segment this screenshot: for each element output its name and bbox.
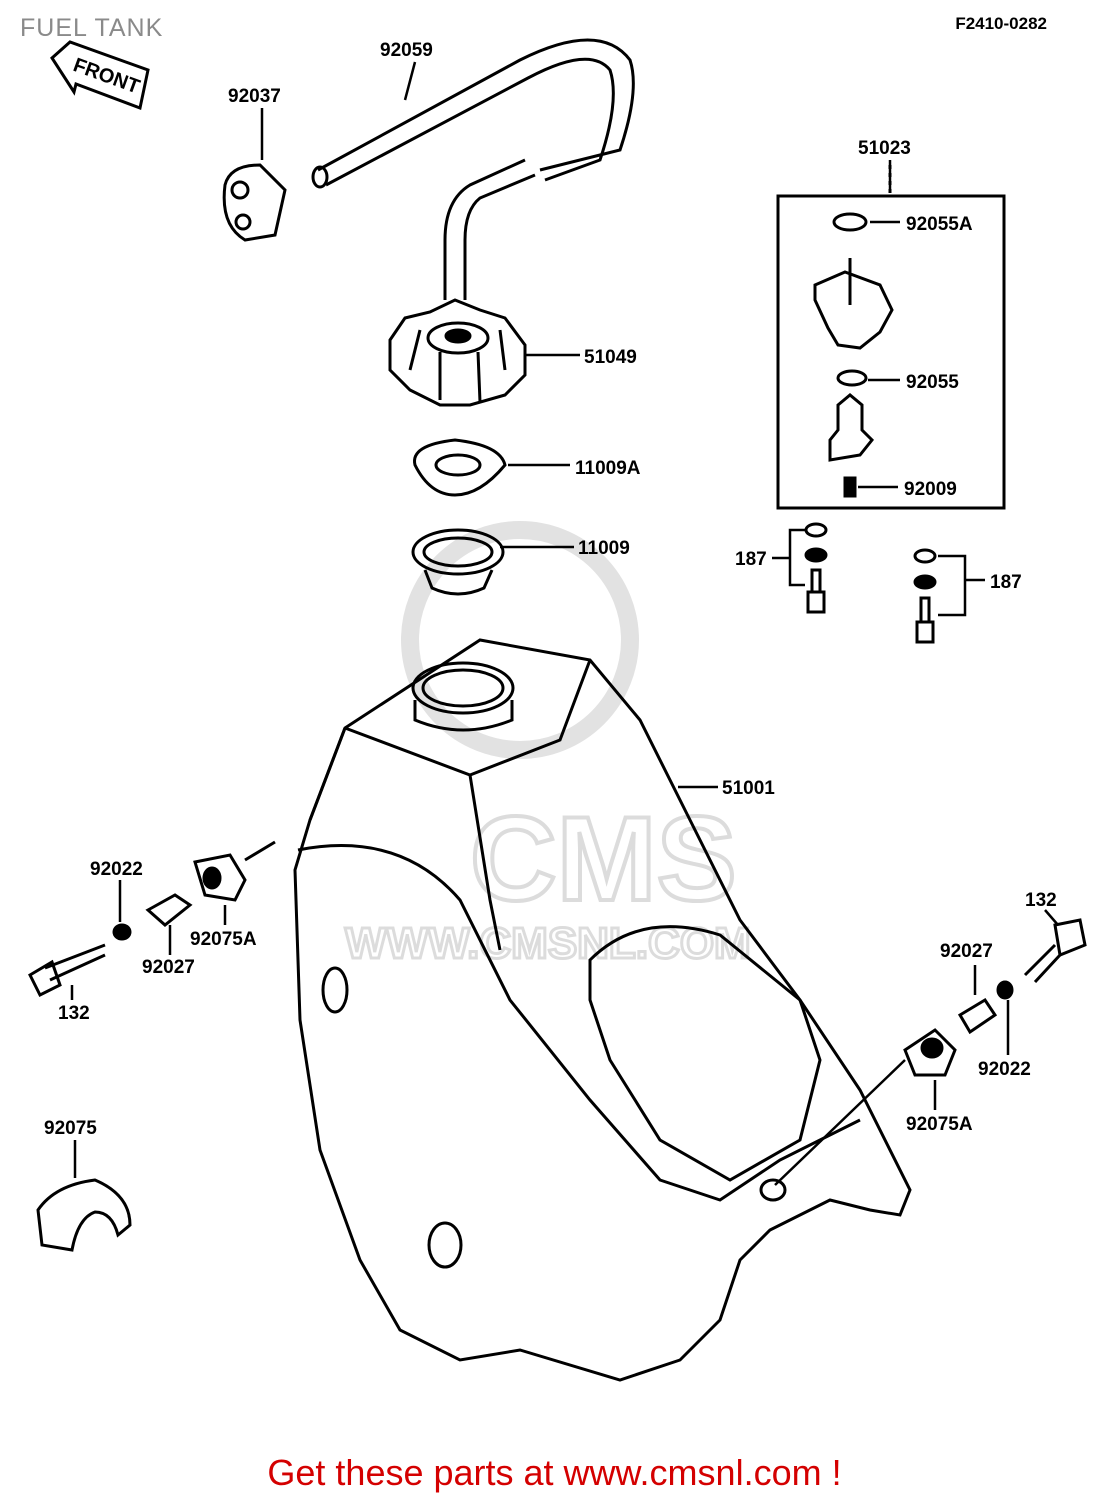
label-92075: 92075 bbox=[44, 1118, 97, 1139]
diagram-code: F2410-0282 bbox=[955, 14, 1047, 33]
fuel-tank bbox=[293, 638, 912, 1382]
label-92055: 92055 bbox=[906, 372, 959, 393]
page-title: FUEL TANK bbox=[20, 14, 164, 42]
label-132-left: 132 bbox=[58, 1003, 90, 1024]
label-92059: 92059 bbox=[380, 40, 433, 61]
leader-lines bbox=[70, 61, 1059, 1186]
cms-watermark: CMS WWW.CMSNL.COM bbox=[344, 521, 752, 970]
label-92022-right: 92022 bbox=[978, 1059, 1031, 1080]
label-132-right: 132 bbox=[1025, 890, 1057, 911]
label-92037: 92037 bbox=[228, 86, 281, 107]
watermark-logo: CMS bbox=[470, 792, 737, 926]
filler-neck bbox=[411, 528, 505, 596]
label-51001: 51001 bbox=[722, 778, 775, 799]
fuel-cap bbox=[388, 298, 527, 407]
left-mount-hardware bbox=[28, 840, 276, 998]
front-arrow: FRONT bbox=[50, 40, 150, 111]
fuel-tap-box bbox=[776, 165, 1006, 510]
label-92055A: 92055A bbox=[906, 214, 973, 235]
label-92075A-left: 92075A bbox=[190, 929, 257, 950]
watermark-url: WWW.CMSNL.COM bbox=[345, 919, 751, 968]
label-92022-left: 92022 bbox=[90, 859, 143, 880]
footer-link[interactable]: Get these parts at www.cmsnl.com ! bbox=[267, 1452, 842, 1493]
label-187-left: 187 bbox=[735, 549, 767, 570]
hose-clamp bbox=[222, 163, 287, 242]
label-11009A: 11009A bbox=[575, 458, 641, 479]
label-187-right: 187 bbox=[990, 572, 1022, 593]
label-51049: 51049 bbox=[584, 347, 637, 368]
label-92075A-right: 92075A bbox=[906, 1114, 973, 1135]
right-mount-hardware bbox=[903, 918, 1087, 1077]
tank-bracket bbox=[36, 1178, 132, 1252]
bolt-set-187-left bbox=[804, 522, 828, 614]
breather-hose bbox=[311, 38, 635, 300]
front-label: FRONT bbox=[70, 54, 142, 98]
label-92027-left: 92027 bbox=[142, 957, 195, 978]
bolt-set-187-right bbox=[913, 548, 937, 644]
label-92027-right: 92027 bbox=[940, 941, 993, 962]
label-92009: 92009 bbox=[904, 479, 957, 500]
label-11009: 11009 bbox=[578, 538, 630, 559]
label-51023: 51023 bbox=[858, 138, 911, 159]
cap-gasket bbox=[413, 438, 507, 497]
